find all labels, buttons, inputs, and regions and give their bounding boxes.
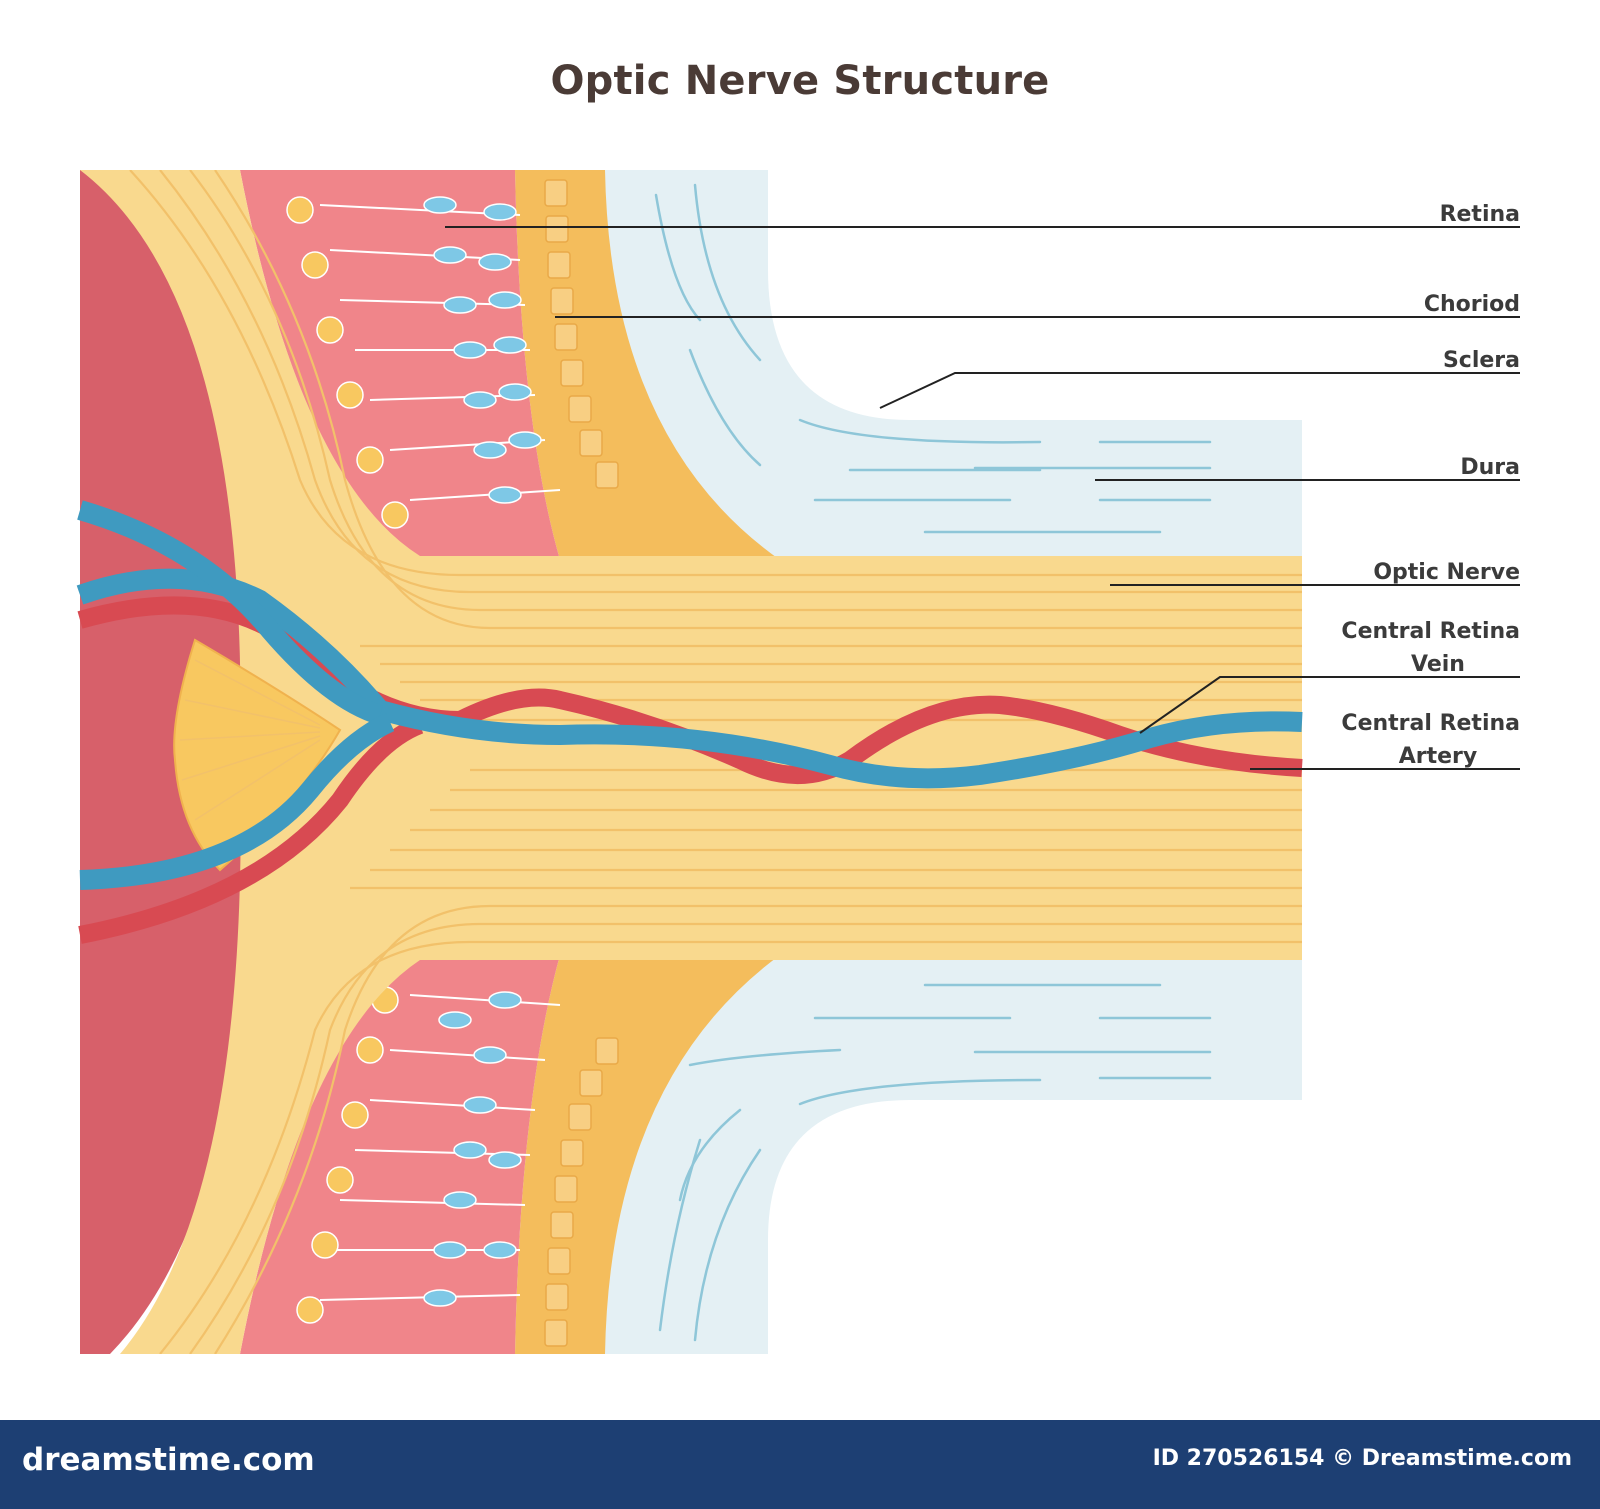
central-retina-vein-branch-bottom: [79, 712, 395, 890]
retina-cells-bottom: [296, 986, 561, 1324]
label-artery-line1: Central Retina: [1341, 711, 1520, 736]
leader-sclera: [879, 372, 1520, 409]
retina-cells-top: [286, 196, 561, 529]
label-sclera: Sclera: [1443, 348, 1520, 373]
label-dura: Dura: [1460, 455, 1520, 480]
footer-image-id: ID 270526154 © Dreamstime.com: [1152, 1446, 1572, 1471]
nerve-fibers: [129, 170, 1302, 1354]
label-optic-nerve: Optic Nerve: [1373, 560, 1520, 585]
sclera-fibers: [654, 183, 1212, 1342]
choroid-bottom: [515, 955, 780, 1354]
diagram-title: Optic Nerve Structure: [550, 58, 1050, 104]
leader-vein: [1139, 676, 1520, 734]
label-vein-line1: Central Retina: [1341, 619, 1520, 644]
label-retina: Retina: [1440, 202, 1520, 227]
label-choroid: Choriod: [1424, 292, 1520, 317]
choroid-top: [515, 170, 780, 560]
footer-site-name: dreamstime.com: [22, 1442, 315, 1478]
central-retina-vein-branch-top: [77, 500, 384, 725]
label-vein-line2: Vein: [1411, 652, 1465, 677]
label-artery-line2: Artery: [1399, 744, 1478, 769]
eyeball: [80, 170, 251, 1354]
leader-lines: [445, 226, 1520, 770]
choroid-cells: [544, 179, 619, 1347]
central-retina-artery-branch: [78, 716, 424, 944]
footer-bar: dreamstime.com ID 270526154 © Dreamstime…: [0, 1420, 1600, 1509]
sclera-top: [605, 170, 1302, 560]
optic-nerve-diagram: Retina Choriod Sclera Dura Optic Nerve C…: [76, 170, 1520, 1354]
central-retina-vein: [76, 568, 1303, 789]
optic-disc-fibers: [179, 659, 321, 821]
optic-nerve: [80, 170, 1302, 1354]
